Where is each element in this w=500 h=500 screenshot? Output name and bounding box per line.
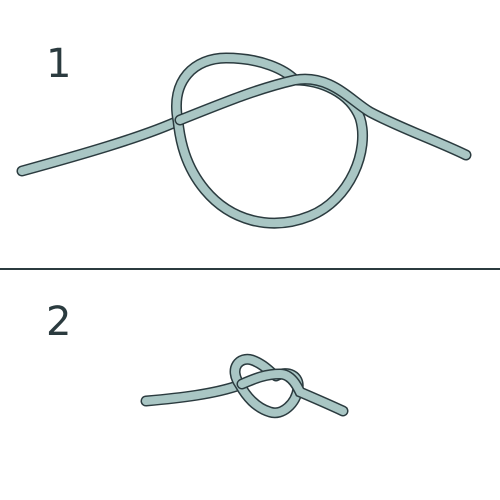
loose-overhand-knot-illustration — [16, 52, 472, 229]
rope-loop — [171, 52, 369, 229]
rope-left-tail — [16, 115, 184, 177]
rope-left-tail — [140, 379, 246, 407]
panel-divider — [0, 268, 500, 270]
tightened-overhand-knot-illustration — [140, 353, 349, 419]
step-1-panel: 1 — [16, 41, 472, 229]
rope-right-tail — [174, 73, 472, 161]
rope-right-tail — [236, 368, 349, 417]
step-2-number: 2 — [46, 299, 72, 345]
step-2-panel: 2 — [0, 270, 500, 500]
step-1-number: 1 — [46, 41, 72, 87]
